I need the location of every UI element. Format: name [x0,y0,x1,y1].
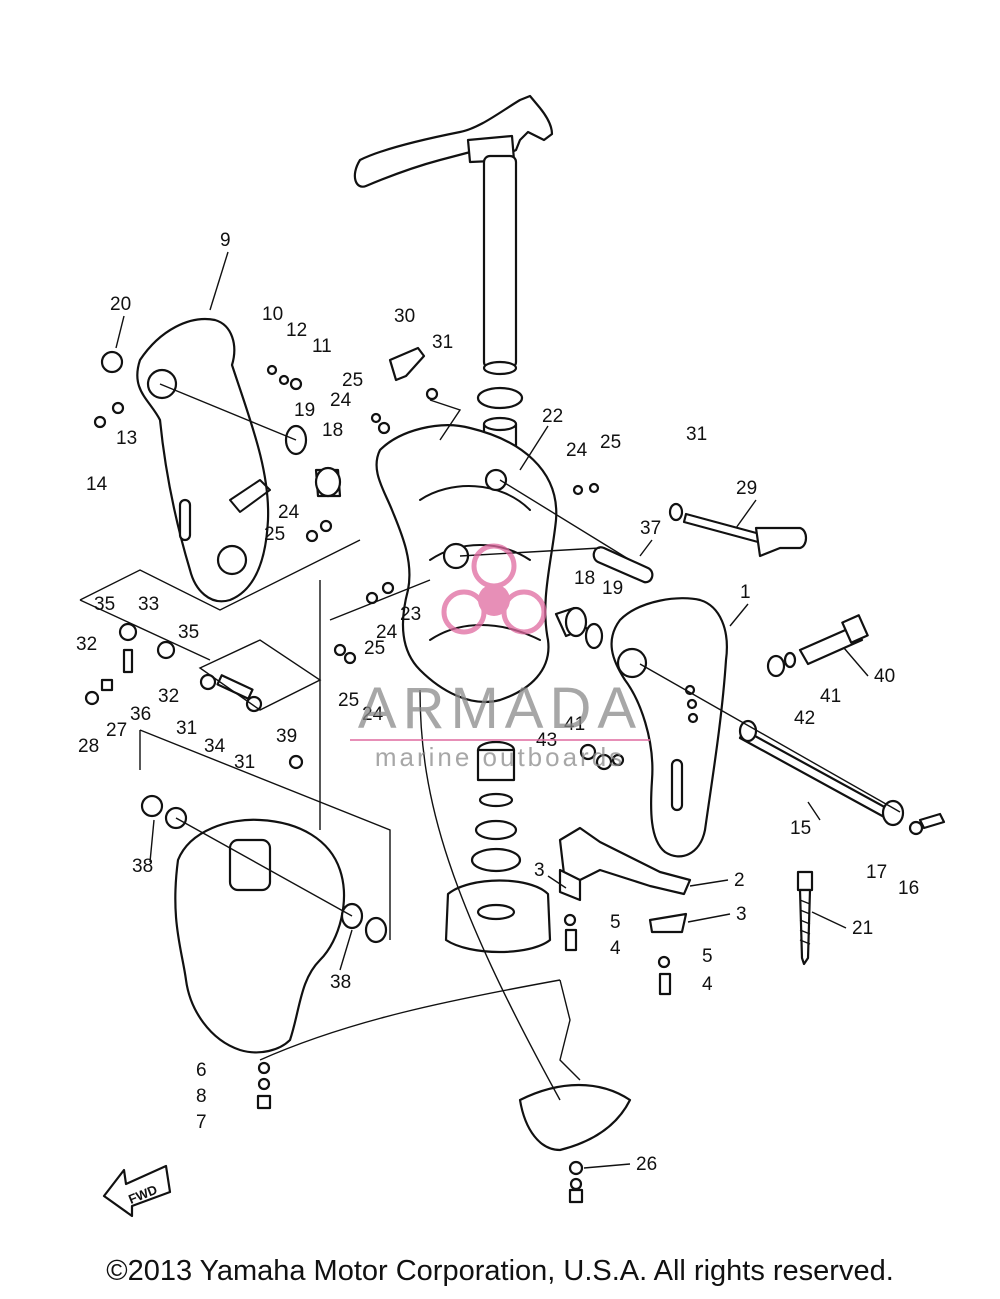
callout: 24 [362,704,384,725]
callout: 24 [566,440,588,461]
callout: 22 [542,406,563,427]
callout: 14 [86,474,108,495]
callout: 25 [264,524,285,545]
pin-37 [592,546,654,584]
lag-screw [796,870,814,966]
callout: 25 [364,638,385,659]
callout: 3 [736,904,747,925]
callout: 8 [196,1086,207,1107]
tilt-pin-lever [668,502,808,558]
callout: 42 [794,708,815,729]
tilt-stop-lever [388,346,426,382]
callout: 32 [158,686,179,707]
callout: 6 [196,1060,207,1081]
copyright-notice: ©2013 Yamaha Motor Corporation, U.S.A. A… [106,1255,894,1287]
callout: 5 [702,946,713,967]
small-parts-left [84,350,304,770]
callout: 30 [394,306,415,327]
callout: 17 [866,862,887,883]
callout: 19 [602,578,623,599]
callout: 4 [702,974,713,995]
callout: 35 [178,622,199,643]
callout: 40 [874,666,895,687]
callout: 18 [322,420,343,441]
watermark-tagline: marine outboards [375,742,625,772]
tilt-bolt [766,614,869,678]
guide-lines [79,383,901,1101]
callout: 31 [234,752,255,773]
leader-lines [115,251,869,1169]
callout: 33 [138,594,159,615]
callout: 4 [610,938,621,959]
steering-arm [353,94,554,376]
callout: 31 [686,424,707,445]
fwd-arrow-icon: FWD [102,1164,172,1218]
callout: 36 [130,704,151,725]
callout: 41 [820,686,841,707]
callout: 15 [790,818,811,839]
callout: 31 [176,718,197,739]
callout: 41 [564,714,585,735]
callout: 24 [376,622,398,643]
clamp-bracket-right [610,597,728,858]
callout: 24 [278,502,300,523]
callout: 26 [636,1154,657,1175]
lower-housing [140,794,388,1110]
callout: 37 [640,518,661,539]
callout: 10 [262,304,283,325]
callout: 9 [220,230,231,251]
trefoil-logo-icon [441,543,547,635]
callout: 27 [106,720,127,741]
through-bolt [738,719,905,827]
callout: 25 [600,432,621,453]
callout: 1 [740,582,751,603]
callout: 25 [342,370,363,391]
callout: 12 [286,320,307,341]
swivel-bracket [375,424,558,703]
callout-labels: 1 2 3 3 4 4 5 5 6 7 8 9 10 11 12 13 14 1… [76,230,919,1175]
callout: 5 [610,912,621,933]
callout: 18 [574,568,595,589]
callout: 16 [898,878,919,899]
callout: 25 [338,690,359,711]
callout: 35 [94,594,115,615]
logo-core [478,584,510,616]
callout: 28 [78,736,99,757]
callout: 13 [116,428,137,449]
callout: 20 [110,294,131,315]
callout: 11 [312,336,332,357]
callout: 31 [432,332,453,353]
callout: 2 [734,870,745,891]
callout: 29 [736,478,757,499]
small-bolts-center [305,412,946,836]
mount-bracket [558,826,692,996]
callout: 19 [294,400,315,421]
lower-skeg [518,1084,632,1204]
lower-mount [444,740,552,954]
callout: 32 [76,634,97,655]
callout: 38 [330,972,351,993]
callout: 38 [132,856,153,877]
bushing-right [554,606,604,650]
callout: 23 [400,604,421,625]
watermark-brand: ARMADA [358,676,642,741]
callout: 3 [534,860,545,881]
clamp-bracket-left [136,317,271,603]
callout: 34 [204,736,226,757]
callout: 24 [330,390,352,411]
callout: 21 [852,918,873,939]
watermark: ARMADA marine outboards [350,543,650,772]
bushing-left [284,424,342,498]
callout: 39 [276,726,297,747]
callout: 7 [196,1112,207,1133]
